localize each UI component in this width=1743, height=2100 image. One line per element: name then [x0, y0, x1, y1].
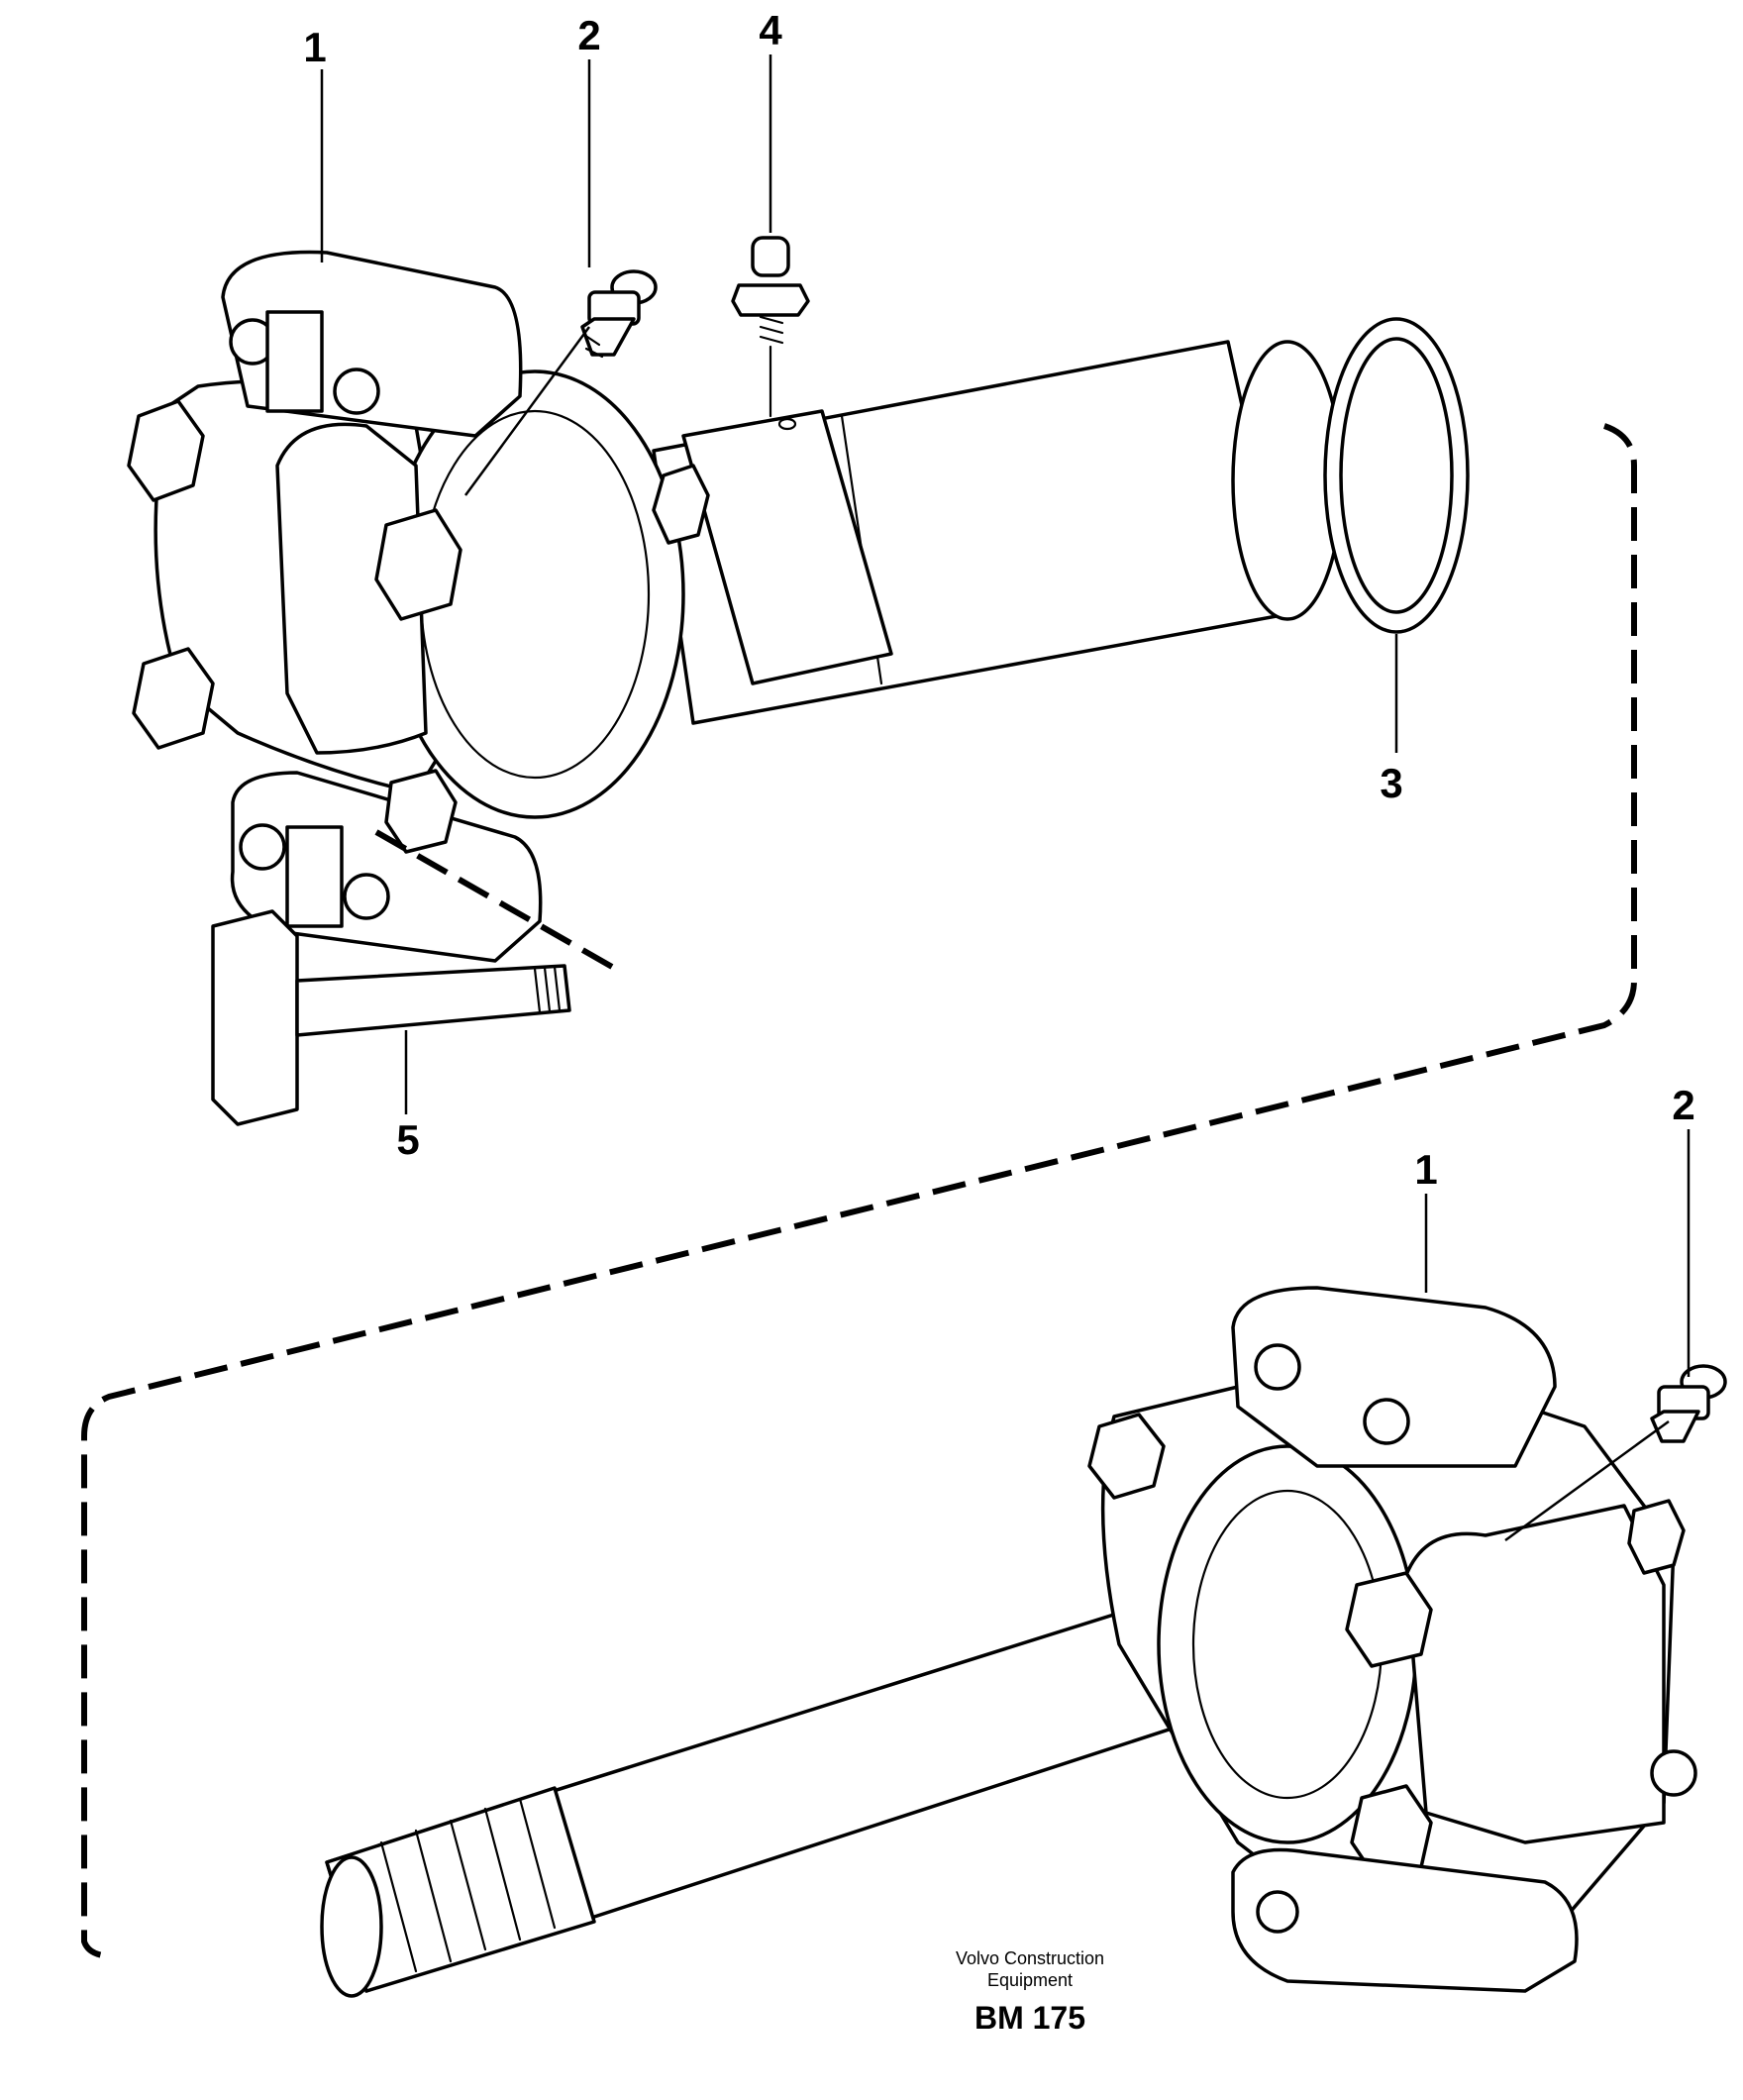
assembly-connector-frame	[81, 423, 1637, 1959]
lower-grease-nipple-2	[1650, 1364, 1727, 1443]
figure-code: BM 175	[974, 2000, 1085, 2036]
callout-upper-3: 3	[1380, 760, 1402, 806]
upper-top-cap	[221, 250, 523, 438]
upper-grease-nipple-4	[731, 236, 810, 418]
callout-labels: 1 2 4 3 5 1 2	[303, 7, 1694, 1193]
upper-bottom-cap	[230, 771, 543, 963]
upper-grease-nipple-2	[580, 269, 658, 359]
upper-sleeve	[681, 409, 893, 685]
callout-lower-1: 1	[1414, 1146, 1437, 1193]
callout-upper-4: 4	[759, 7, 782, 53]
callout-upper-2: 2	[577, 12, 600, 58]
ring-seal	[1323, 317, 1470, 634]
footer-credit: Volvo Construction Equipment BM 175	[956, 1948, 1104, 2036]
lower-assembly	[320, 1286, 1727, 1998]
brand-line-1: Volvo Construction	[956, 1948, 1104, 1968]
lower-bottom-cap	[1231, 1847, 1579, 1993]
callout-upper-1: 1	[303, 24, 326, 70]
upper-flange-yoke	[154, 369, 685, 819]
upper-bolt-5	[211, 909, 571, 1126]
lower-flange-bolts	[1087, 1413, 1697, 1881]
brand-line-2: Equipment	[987, 1970, 1073, 1990]
upper-flange-bolts	[127, 399, 710, 854]
callout-upper-5: 5	[396, 1116, 419, 1163]
callout-lower-2: 2	[1672, 1082, 1694, 1128]
splined-shaft	[320, 1583, 1250, 1998]
upper-assembly	[127, 236, 1470, 1126]
leader-lines	[320, 54, 1691, 1542]
lower-top-cap	[1231, 1286, 1557, 1468]
